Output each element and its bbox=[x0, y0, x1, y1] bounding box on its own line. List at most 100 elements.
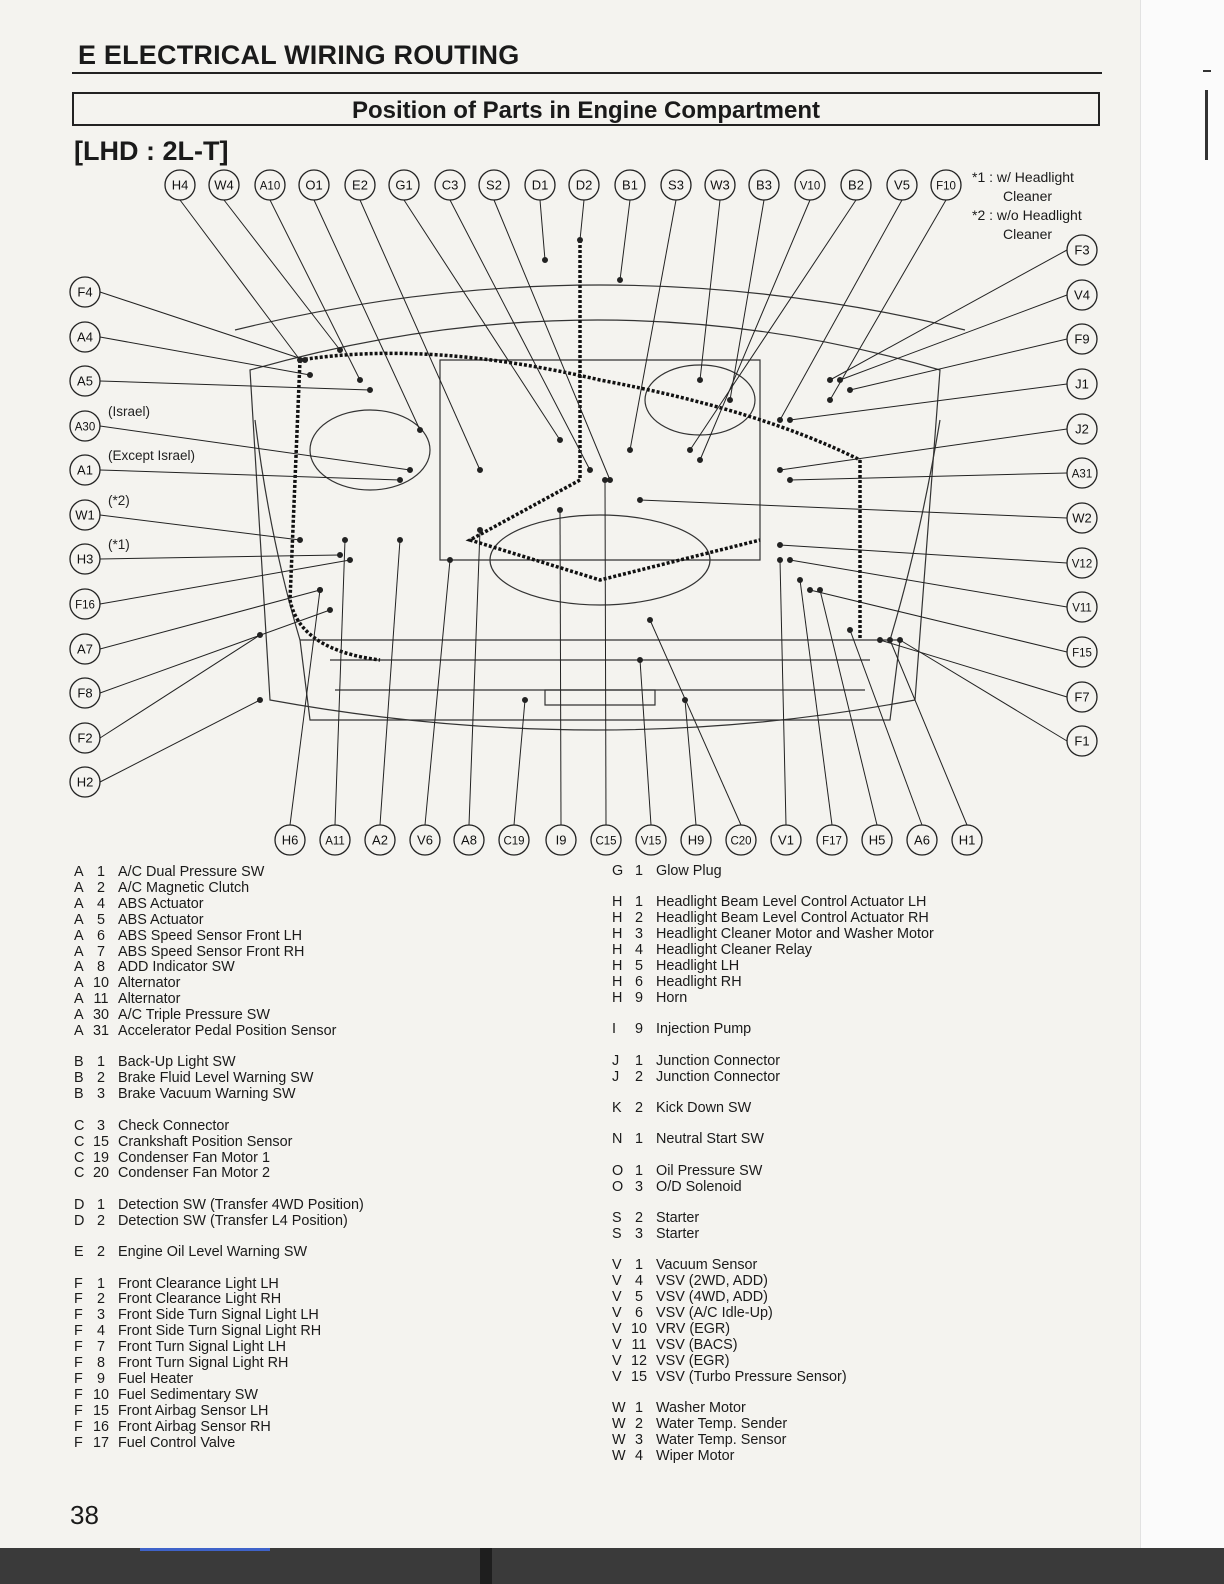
callout-f8: F8 bbox=[69, 677, 101, 709]
legend-description: VRV (EGR) bbox=[656, 1321, 731, 1338]
leader-dot bbox=[307, 372, 313, 378]
callout-label: W4 bbox=[214, 178, 234, 193]
legend-letter: S bbox=[612, 1210, 622, 1227]
leader-line-h1 bbox=[889, 639, 968, 826]
callout-s2: S2 bbox=[478, 169, 510, 201]
callout-label: H9 bbox=[688, 833, 705, 848]
leader-dot bbox=[637, 657, 643, 663]
callout-label: F1 bbox=[1074, 734, 1089, 749]
callout-f16: F16 bbox=[69, 588, 101, 620]
legend-letter: F bbox=[74, 1307, 83, 1324]
callout-b3: B3 bbox=[748, 169, 780, 201]
leader-line-d1 bbox=[539, 199, 546, 261]
legend-letter: W bbox=[612, 1416, 626, 1433]
legend-letter: W bbox=[612, 1447, 626, 1464]
leader-dot bbox=[397, 537, 403, 543]
legend-letter: E bbox=[74, 1244, 84, 1261]
callout-circle bbox=[274, 824, 306, 856]
legend-number: 12 bbox=[630, 1352, 647, 1369]
legend-letter: F bbox=[74, 1355, 83, 1372]
footnote-2-text2: Cleaner bbox=[1003, 226, 1053, 242]
fender-left bbox=[254, 419, 301, 641]
callout-a8: A8 bbox=[453, 824, 485, 856]
legend-letter: H bbox=[612, 926, 623, 943]
callout-a2: A2 bbox=[364, 824, 396, 856]
legend-letter: A bbox=[74, 943, 84, 960]
leader-line-b1 bbox=[619, 199, 631, 281]
legend-number: 9 bbox=[96, 1370, 105, 1387]
callout-i9: I9 bbox=[545, 824, 577, 856]
callout-h2: H2 bbox=[69, 766, 101, 798]
callout-label: I9 bbox=[556, 833, 567, 848]
caption-text: Position of Parts in Engine Compartment bbox=[351, 97, 821, 124]
adjacent-page-tick bbox=[1203, 70, 1211, 72]
legend-letter: V bbox=[612, 1273, 622, 1290]
callout-circle bbox=[794, 169, 826, 201]
leader-dot bbox=[817, 587, 823, 593]
callout-circle bbox=[208, 169, 240, 201]
callout-label: S2 bbox=[486, 178, 502, 193]
legend-letter: H bbox=[612, 894, 623, 911]
legend-description: Front Airbag Sensor RH bbox=[118, 1418, 271, 1435]
leader-dot bbox=[847, 387, 853, 393]
leader-dot bbox=[327, 607, 333, 613]
leader-line-d2 bbox=[579, 199, 585, 241]
adjacent-page-bar bbox=[1205, 90, 1208, 160]
legend-letter: F bbox=[74, 1323, 83, 1340]
legend-number: 10 bbox=[630, 1321, 647, 1338]
section-title: E ELECTRICAL WIRING ROUTING bbox=[78, 40, 520, 70]
legend-number: 31 bbox=[92, 1023, 109, 1040]
legend-description: Alternator bbox=[118, 975, 181, 992]
legend-letter: A bbox=[74, 864, 84, 880]
legend-description: ABS Speed Sensor Front RH bbox=[118, 943, 305, 960]
callout-circle bbox=[164, 169, 196, 201]
leader-line-h9 bbox=[684, 699, 697, 826]
adjacent-page-edge bbox=[1140, 0, 1224, 1584]
callout-f9: F9 bbox=[1066, 323, 1098, 355]
legend-letter: F bbox=[74, 1291, 83, 1308]
legend-letter: A bbox=[74, 991, 84, 1008]
legend-letter: N bbox=[612, 1131, 623, 1148]
callout-label: W2 bbox=[1072, 511, 1092, 526]
leader-line-i9 bbox=[559, 509, 562, 826]
legend-number: 2 bbox=[96, 1291, 105, 1308]
leader-line-j1 bbox=[789, 383, 1068, 421]
leader-line-v11 bbox=[789, 559, 1068, 608]
callout-circle bbox=[69, 543, 101, 575]
callout-circle bbox=[886, 169, 918, 201]
callout-v10: V10 bbox=[794, 169, 826, 201]
leader-dot bbox=[647, 617, 653, 623]
leader-dot bbox=[777, 467, 783, 473]
callout-circle bbox=[906, 824, 938, 856]
legend-number: 4 bbox=[96, 895, 105, 912]
legend-letter: A bbox=[74, 879, 84, 896]
callout-f4: F4 bbox=[69, 276, 101, 308]
legend-description: VSV (Turbo Pressure Sensor) bbox=[656, 1368, 847, 1385]
legend-description: ABS Speed Sensor Front LH bbox=[118, 927, 302, 944]
legend-description: Junction Connector bbox=[656, 1068, 780, 1085]
legend-description: Detection SW (Transfer L4 Position) bbox=[118, 1212, 348, 1229]
legend-number: 1 bbox=[96, 1196, 105, 1213]
legend-description: Kick Down SW bbox=[656, 1099, 752, 1116]
legend-letter: K bbox=[612, 1099, 622, 1116]
leader-line-v4 bbox=[839, 294, 1068, 381]
legend-letter: F bbox=[74, 1370, 83, 1387]
callout-w1: W1 bbox=[69, 499, 101, 531]
legend-number: 5 bbox=[634, 958, 643, 975]
leader-dot bbox=[887, 637, 893, 643]
callout-circle bbox=[1066, 234, 1098, 266]
callout-circle bbox=[69, 454, 101, 486]
leader-line-c20 bbox=[649, 619, 742, 826]
legend-letter: O bbox=[612, 1162, 624, 1179]
callout-e2: E2 bbox=[344, 169, 376, 201]
